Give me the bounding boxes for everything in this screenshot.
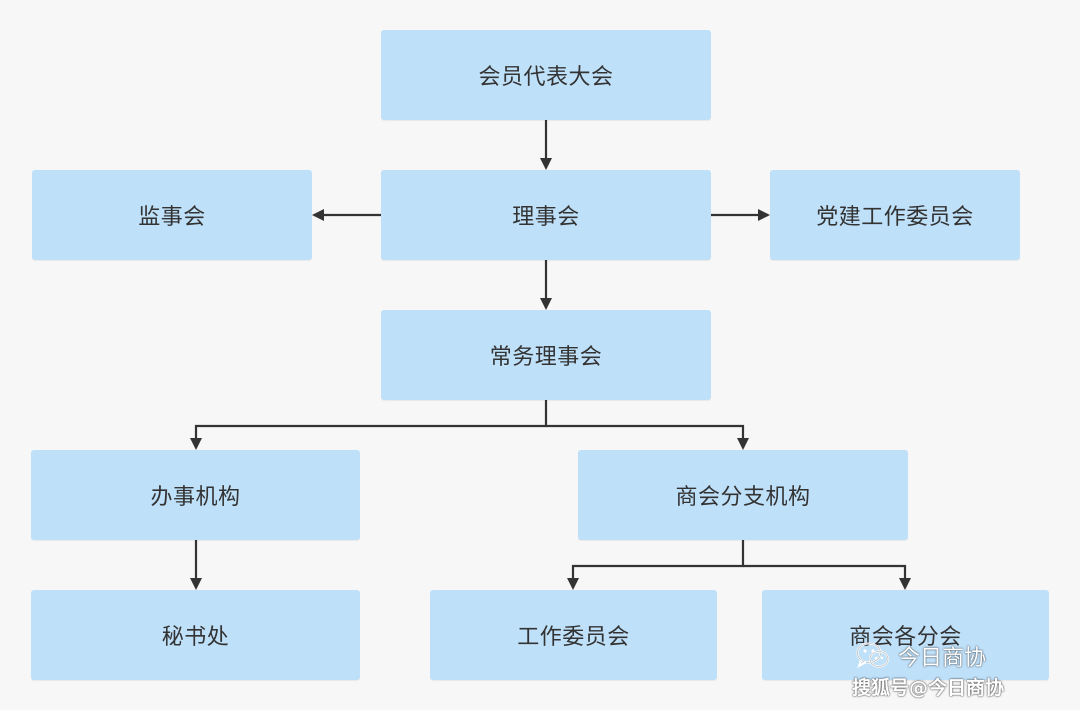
node-label: 理事会	[512, 205, 580, 230]
node-party-building-committee: 党建工作委员会	[770, 170, 1020, 260]
node-branch-organizations: 商会分支机构	[578, 450, 908, 540]
node-administrative-office: 办事机构	[31, 450, 360, 540]
watermark-source: 搜狐号@今日商协	[852, 677, 1005, 699]
connector-standing-office	[190, 400, 548, 450]
node-label: 工作委员会	[517, 625, 630, 650]
connector-standing-branches	[546, 424, 749, 450]
node-standing-council: 常务理事会	[381, 310, 711, 400]
node-council: 理事会	[381, 170, 711, 260]
connector-branches-chapters	[743, 564, 911, 590]
node-label: 商会各分会	[849, 625, 962, 650]
wechat-icon	[856, 642, 889, 669]
node-label: 党建工作委员会	[816, 205, 974, 230]
node-label: 办事机构	[150, 485, 241, 510]
node-label: 商会分支机构	[675, 485, 811, 510]
node-secretariat: 秘书处	[31, 590, 360, 680]
node-board-of-supervisors: 监事会	[32, 170, 312, 260]
watermark: 今日商协 搜狐号@今日商协	[846, 640, 1046, 702]
node-label: 秘书处	[161, 625, 230, 650]
node-chamber-chapters: 商会各分会	[762, 590, 1049, 680]
node-label: 常务理事会	[489, 345, 603, 370]
connector-branches-committees	[567, 540, 745, 590]
node-label: 监事会	[138, 205, 206, 230]
node-working-committees: 工作委员会	[430, 590, 717, 680]
node-members-congress: 会员代表大会	[381, 30, 711, 120]
watermark-account-name: 今日商协	[898, 646, 987, 671]
node-label: 会员代表大会	[478, 65, 614, 90]
